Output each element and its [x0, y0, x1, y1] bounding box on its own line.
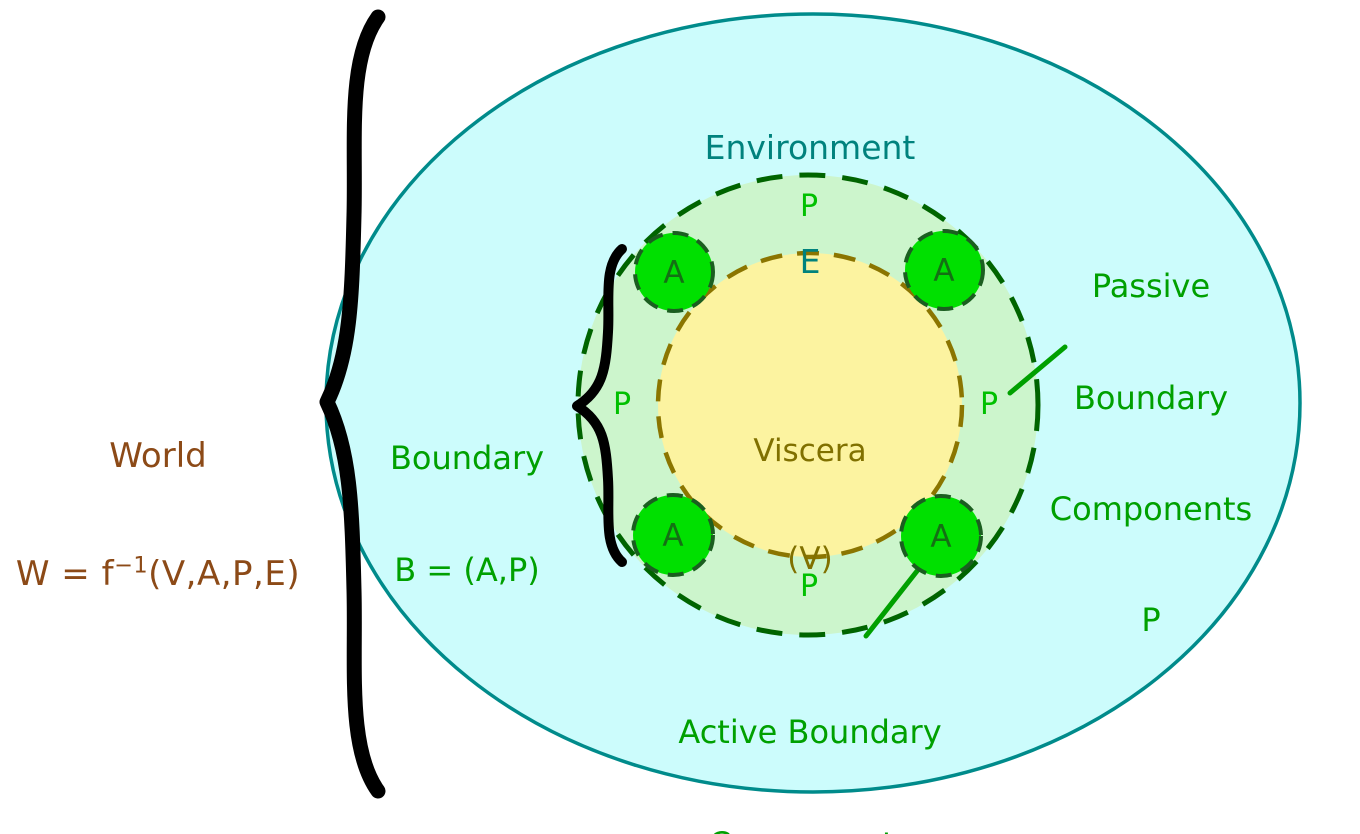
viscera-label-title: Viscera [753, 432, 867, 469]
passive-leader-line [1007, 344, 1068, 396]
viscera-label: Viscera (V) [700, 362, 920, 650]
active-node-label-bottom-right: A [930, 519, 952, 555]
active-label-line2: Components [600, 825, 1020, 834]
boundary-brace [572, 244, 627, 567]
active-node-label-top-left: A [663, 255, 685, 291]
ring-label-p-top: P [799, 189, 819, 224]
passive-label-symbol: P [1141, 601, 1161, 640]
passive-label-line3: Components [1049, 489, 1253, 528]
ring-label-p-bottom: P [799, 569, 819, 604]
boundary-label-equation: B = (A,P) [394, 550, 540, 589]
world-label-equation: W = f−1(V,A,P,E) [0, 552, 316, 595]
viscera-circle [655, 250, 965, 560]
ring-label-p-left: P [612, 387, 632, 422]
active-node-label-bottom-left: A [662, 518, 684, 554]
environment-label: Environment E [660, 52, 960, 358]
world-label-title: World [109, 435, 207, 476]
boundary-label: Boundary B = (A,P) [352, 366, 582, 663]
passive-label-line2: Boundary [1073, 378, 1229, 417]
active-node-top-right[interactable] [903, 229, 985, 311]
ring-label-p-right: P [979, 387, 999, 422]
world-label: World W = f−1(V,A,P,E) [0, 358, 316, 674]
environment-label-symbol: E [799, 242, 821, 282]
active-node-bottom-left[interactable] [631, 493, 715, 577]
active-leader-line [863, 563, 924, 639]
passive-label-line1: Passive [1091, 267, 1211, 306]
active-label-line1: Active Boundary [678, 713, 942, 752]
boundary-label-title: Boundary [389, 439, 545, 478]
active-node-top-left[interactable] [633, 231, 715, 313]
world-eq-exponent: −1 [114, 552, 149, 579]
world-eq-prefix: W = f [15, 554, 115, 595]
passive-boundary-components-label: Passive Boundary Components P [1026, 194, 1276, 714]
viscera-label-symbol: (V) [787, 540, 833, 577]
world-eq-suffix: (V,A,P,E) [148, 554, 301, 595]
environment-label-title: Environment [704, 127, 916, 167]
world-brace [319, 9, 386, 799]
active-node-label-top-right: A [933, 253, 955, 289]
active-boundary-components-label: Active Boundary Components A [600, 640, 1020, 834]
active-node-bottom-right[interactable] [899, 494, 983, 578]
